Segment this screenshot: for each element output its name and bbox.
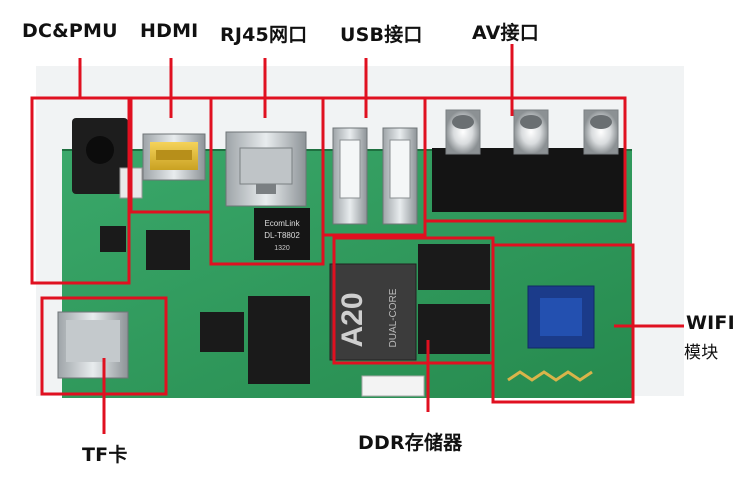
av-rca-3	[583, 109, 619, 155]
soc-chip-label: A20	[336, 292, 369, 347]
flash-chip	[248, 296, 310, 384]
highlight-wifi	[491, 243, 635, 404]
soc-chip	[329, 263, 417, 361]
usb-hub-chip	[200, 312, 244, 352]
ddr-chip-2	[418, 304, 490, 354]
label-dc-pmu: DC&PMU	[22, 20, 118, 42]
pmu-chip	[100, 226, 126, 252]
label-hdmi: HDMI	[140, 20, 199, 42]
eth-chip-text-2: DL-T8802	[264, 231, 300, 240]
label-usb: USB接口	[340, 24, 423, 46]
label-ddr: DDR存储器	[358, 432, 463, 454]
soc-chip-sublabel: DUAL-CORE	[388, 288, 399, 347]
eth-chip-text-1: EcomLink	[264, 219, 300, 228]
ddr-chip-1	[418, 244, 490, 290]
highlight-av	[423, 96, 627, 223]
av-connector-block	[432, 148, 624, 212]
small-chip	[146, 230, 190, 270]
header-connector	[361, 375, 425, 397]
label-av: AV接口	[472, 22, 539, 44]
ethernet-chip	[254, 208, 310, 260]
label-tf: TF卡	[82, 444, 128, 466]
eth-chip-text-3: 1320	[274, 245, 290, 252]
wifi-antenna	[507, 370, 593, 382]
leader-lines	[78, 44, 684, 434]
label-wifi: WIFI	[686, 312, 735, 334]
label-rj45: RJ45网口	[220, 24, 308, 46]
label-wifi-module: 模块	[684, 343, 719, 363]
